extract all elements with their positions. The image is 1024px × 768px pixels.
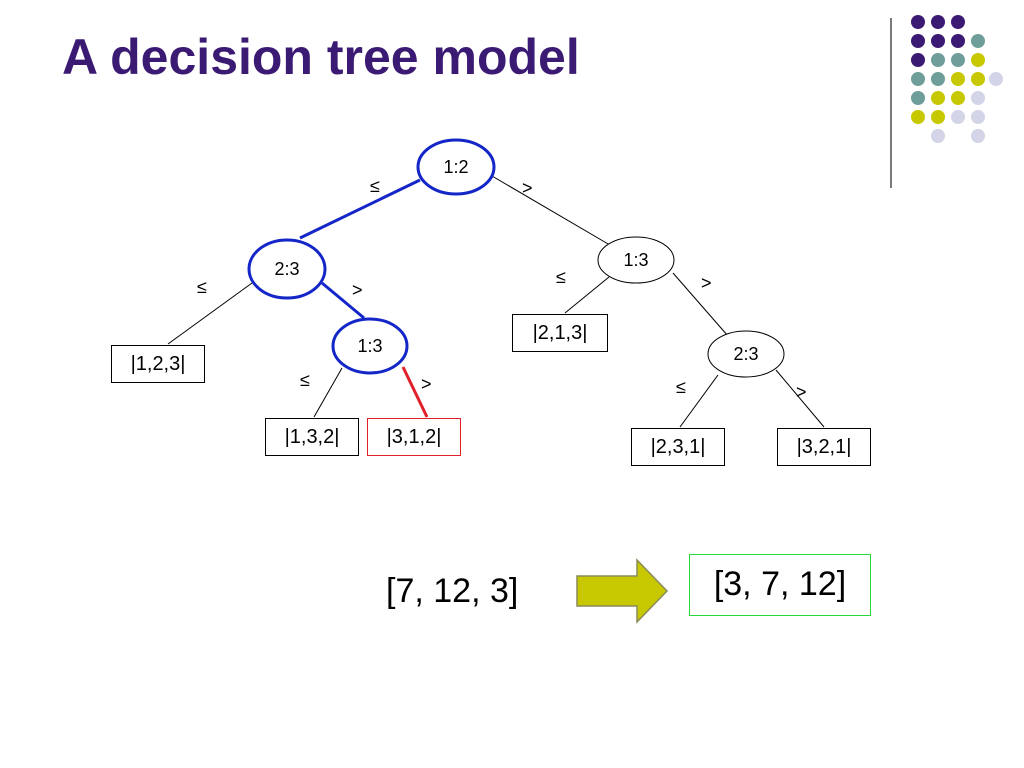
tree-node-left-right: [331, 317, 409, 375]
tree-node-root-label: 1:2: [443, 157, 468, 177]
edge-root-left: [299, 178, 421, 240]
decorative-dot: [971, 110, 985, 124]
decorative-dot: [931, 53, 945, 67]
leaf-box: |1,2,3|: [111, 345, 205, 383]
decorative-dot: [911, 53, 925, 67]
tree-node-right-label: 1:3: [623, 250, 648, 270]
edge-right-right: [672, 272, 729, 337]
decorative-dot: [911, 34, 925, 48]
tree-node-left-label: 2:3: [274, 259, 299, 279]
decorative-dot: [951, 34, 965, 48]
decorative-dot: [971, 129, 985, 143]
right-arrow-icon: [576, 558, 669, 624]
leaf-box: |2,1,3|: [512, 314, 608, 352]
decorative-dot: [931, 129, 945, 143]
edge-root-right: [491, 175, 616, 249]
decorative-dot: [951, 110, 965, 124]
decorative-dot: [971, 91, 985, 105]
decorative-dot: [951, 15, 965, 29]
edge-label-rr-gt: >: [796, 382, 807, 402]
edge-rr-leaf-le: [679, 374, 719, 428]
decorative-dot: [911, 72, 925, 86]
output-array: [3, 7, 12]: [689, 554, 871, 616]
leaf-box-result: |3,1,2|: [367, 418, 461, 456]
edge-label-right-le: ≤: [556, 267, 566, 287]
decorative-dot: [971, 34, 985, 48]
decorative-dot: [931, 110, 945, 124]
decorative-dot: [911, 15, 925, 29]
tree-node-left-right-label: 1:3: [357, 336, 382, 356]
tree-node-left: [247, 238, 327, 300]
decorative-dot: [931, 72, 945, 86]
edge-label-root-gt: >: [522, 178, 533, 198]
decorative-dot: [971, 72, 985, 86]
decorative-dot: [931, 15, 945, 29]
slide-title: A decision tree model: [62, 29, 580, 85]
edge-left-leaf: [167, 282, 253, 345]
edge-label-lr-le: ≤: [300, 370, 310, 390]
divider-line: [890, 18, 892, 188]
decorative-dot: [989, 72, 1003, 86]
leaf-box: |1,3,2|: [265, 418, 359, 456]
edge-label-left-le: ≤: [197, 277, 207, 297]
leaf-box: |3,2,1|: [777, 428, 871, 466]
decorative-dot: [971, 53, 985, 67]
tree-node-root: [416, 138, 496, 196]
tree-node-right: [597, 236, 675, 284]
edge-lr-leaf-le: [313, 367, 343, 418]
edge-rr-leaf-gt: [775, 369, 825, 428]
decorative-dot: [931, 34, 945, 48]
decorative-dot: [951, 53, 965, 67]
decorative-dot: [951, 91, 965, 105]
tree-node-right-right-label: 2:3: [733, 344, 758, 364]
edge-left-right: [321, 281, 365, 320]
decorative-dot: [951, 72, 965, 86]
edge-right-leaf: [564, 276, 610, 314]
decorative-dot: [931, 91, 945, 105]
input-array: [7, 12, 3]: [386, 572, 519, 610]
edge-label-rr-le: ≤: [676, 377, 686, 397]
decorative-dot: [911, 110, 925, 124]
decorative-dot: [911, 91, 925, 105]
edge-label-root-le: ≤: [370, 176, 380, 196]
leaf-box: |2,3,1|: [631, 428, 725, 466]
edge-label-lr-gt: >: [421, 374, 432, 394]
edge-label-right-gt: >: [701, 273, 712, 293]
tree-node-right-right: [707, 330, 785, 378]
edge-lr-leaf-gt: [401, 366, 429, 418]
edge-label-left-gt: >: [352, 280, 363, 300]
